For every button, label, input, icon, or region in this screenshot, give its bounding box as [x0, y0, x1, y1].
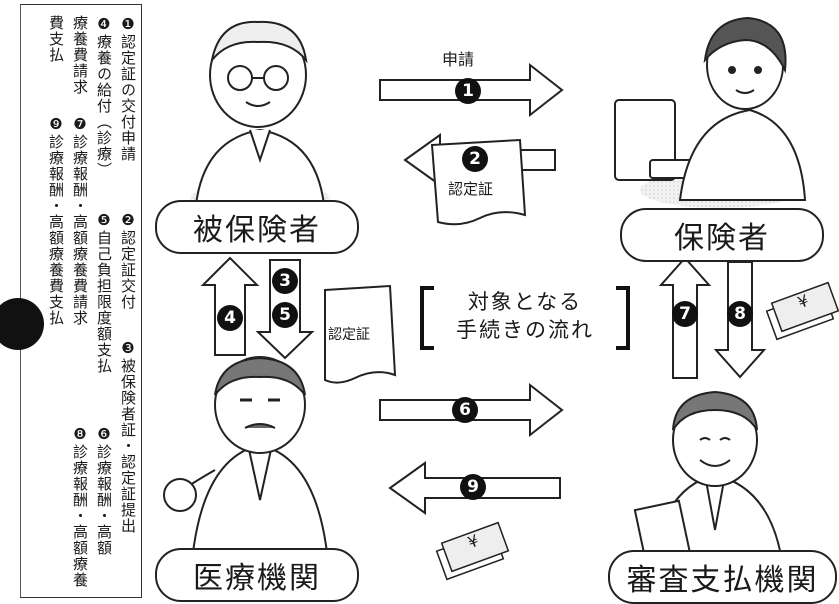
step-7-badge: 7 [672, 301, 698, 327]
certificate-label-2: 認定証 [328, 327, 370, 343]
request-label: 申請 [442, 50, 475, 69]
step-9-badge: 9 [460, 474, 486, 500]
step-8-badge: 8 [727, 301, 753, 327]
legend-col-6: ❻診療報酬・高額 [95, 425, 113, 556]
step-5-badge: 5 [272, 302, 298, 328]
money-stack-right [765, 281, 839, 341]
legend-col-10: 費支払 [47, 15, 65, 63]
insurer-person-illustration [614, 16, 807, 208]
legend-col-3: ❸被保険者証・認定証提出 [119, 339, 137, 534]
insured-person-illustration [190, 20, 330, 220]
step-6-badge: 6 [452, 397, 478, 423]
certificate-doc-1 [430, 138, 527, 226]
legend-col-4: ❹療養の給付（診療） [95, 15, 113, 178]
actor-insurer: 保険者 [620, 208, 824, 262]
actor-insured: 被保険者 [155, 200, 359, 254]
actor-review: 審査支払機関 [608, 550, 837, 604]
legend-panel: ❶認定証の交付申請 ❷認定証交付 ❸被保険者証・認定証提出 ❹療養の給付（診療）… [20, 4, 142, 598]
legend-col-7: 療養費請求 [71, 15, 89, 95]
flow-title: 対象となる 手続きの流れ [420, 284, 630, 350]
title-line-2: 手続きの流れ [456, 318, 594, 342]
legend-col-5: ❺自己負担限度額支払 [95, 211, 113, 374]
legend-col-11: ❾診療報酬・高額療養費支払 [47, 115, 65, 326]
legend-col-8: ❼診療報酬・高額療養費請求 [71, 115, 89, 326]
step-1-badge: 1 [455, 78, 481, 104]
step-4-badge: 4 [217, 305, 243, 331]
money-stack-bottom [435, 521, 510, 581]
legend-col-1: ❶認定証の交付申請 [119, 15, 137, 162]
legend-col-9: ❽診療報酬・高額療養 [71, 425, 89, 588]
legend-col-2: ❷認定証交付 [119, 211, 137, 310]
title-bracket-left [420, 286, 434, 350]
step-2-badge: 2 [462, 146, 488, 172]
certificate-label-1: 認定証 [448, 180, 494, 198]
title-bracket-right [616, 286, 630, 350]
binding-hole-dot [0, 298, 44, 350]
actor-medical: 医療機関 [155, 548, 359, 602]
title-line-1: 対象となる [467, 290, 583, 314]
step-3-badge: 3 [272, 268, 298, 294]
certificate-doc-2 [324, 284, 397, 384]
